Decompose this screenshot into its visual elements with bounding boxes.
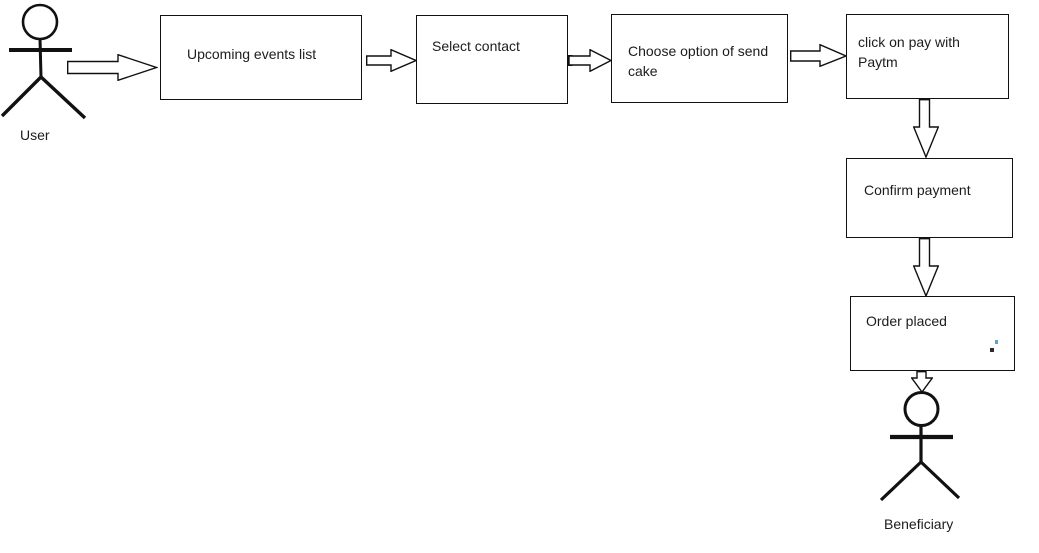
step-box-pay-with-paytm: click on pay with Paytm — [846, 14, 1009, 99]
flow-arrow-right-icon — [790, 44, 847, 67]
step-box-choose-option-send-cake: Choose option of send cake — [611, 14, 788, 103]
step-label: Confirm payment — [864, 182, 971, 198]
step-label: Upcoming events list — [187, 46, 317, 62]
step-box-confirm-payment: Confirm payment — [846, 158, 1013, 238]
flow-arrow-right-icon — [366, 49, 417, 72]
step-label: Choose option of send cake — [628, 43, 769, 79]
step-label: click on pay with Paytm — [858, 34, 960, 70]
actor-label-user: User — [20, 127, 50, 143]
beneficiary-stick-figure-icon — [879, 391, 961, 502]
flow-arrow-down-icon — [913, 99, 939, 158]
step-box-order-placed: Order placed — [850, 296, 1015, 371]
step-label: Order placed — [866, 313, 947, 329]
flow-arrow-down-icon — [913, 238, 939, 297]
flow-arrow-down-icon — [911, 371, 933, 393]
user-stick-figure-icon — [0, 3, 87, 120]
pixel-artifact — [995, 340, 998, 344]
flow-arrow-right-icon — [67, 54, 158, 81]
flow-arrow-right-icon — [567, 49, 612, 72]
step-label: Select contact — [432, 38, 520, 54]
actor-label-beneficiary: Beneficiary — [884, 516, 954, 532]
pixel-artifact — [990, 348, 994, 352]
step-box-select-contact: Select contact — [416, 15, 568, 104]
step-box-upcoming-events-list: Upcoming events list — [160, 15, 362, 100]
